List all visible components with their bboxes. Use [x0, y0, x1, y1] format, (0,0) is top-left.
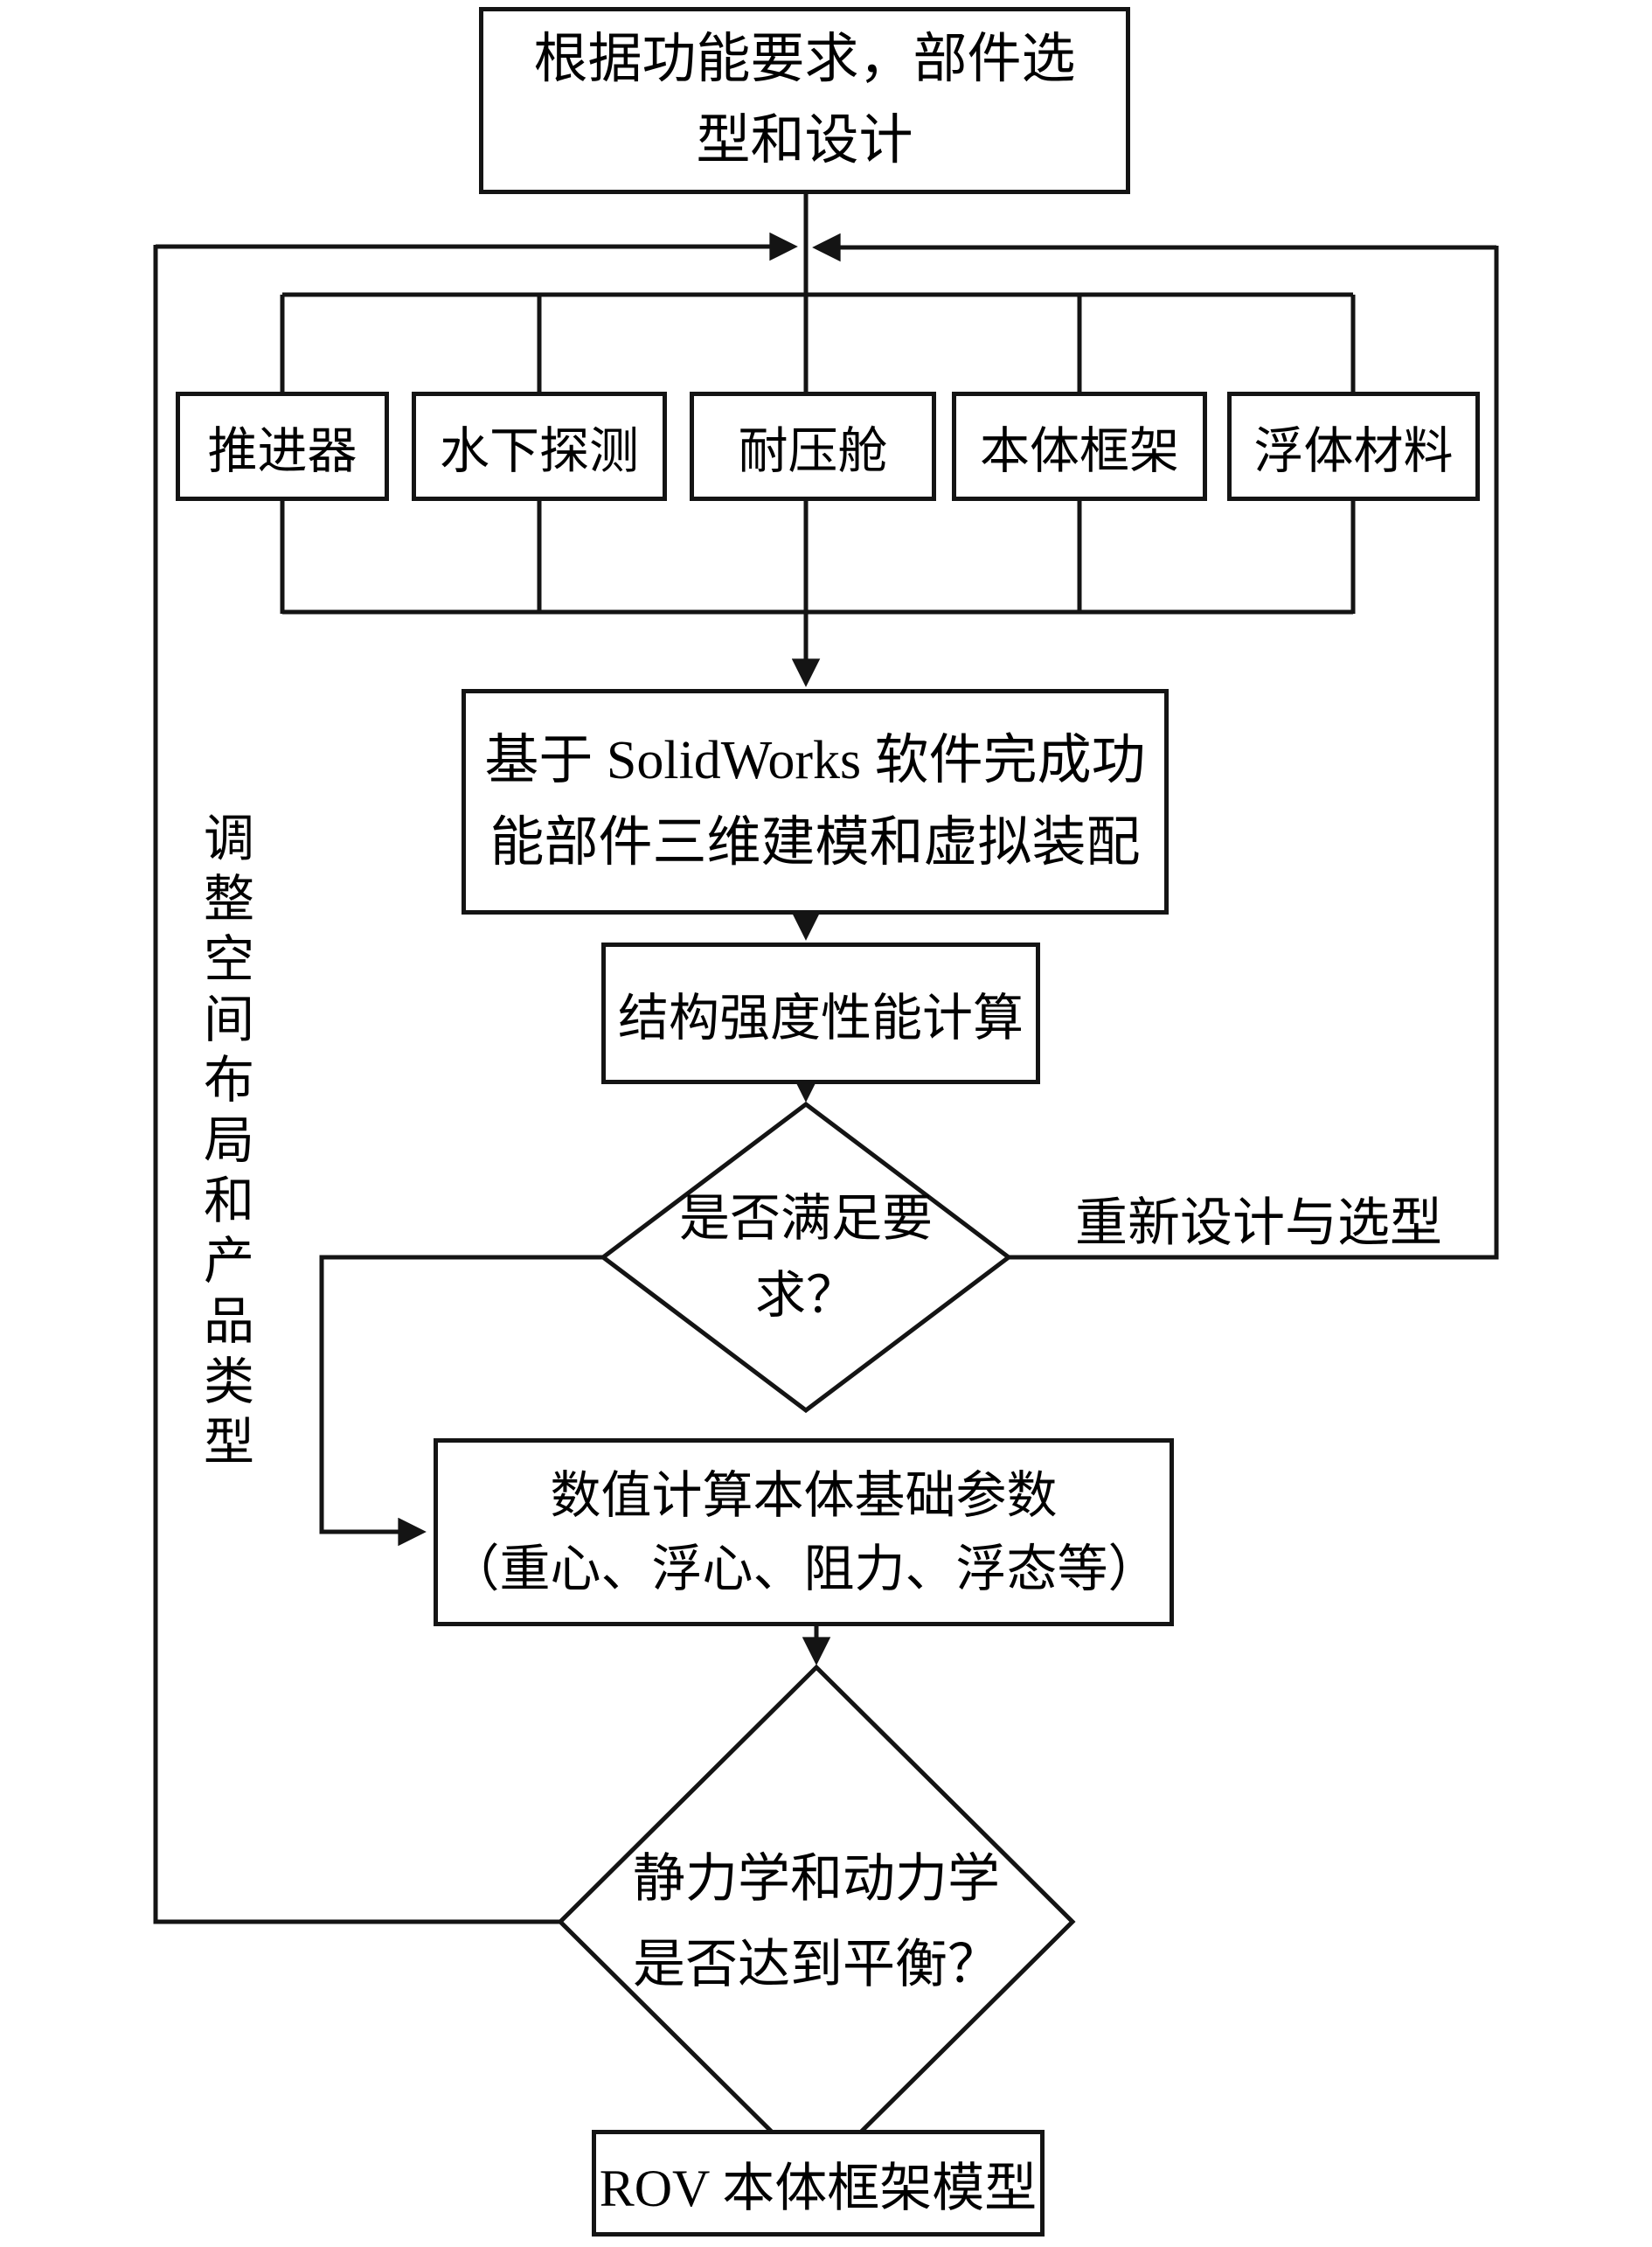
node-buoyancy-material: 浮体材料	[1227, 392, 1480, 501]
decision1-text: 是否满足要 求？	[603, 1180, 1009, 1334]
node-rov-model-label: ROV 本体框架模型	[599, 2159, 1038, 2217]
edge-label-adjust-layout: 调整空间布局和产品类型	[196, 811, 253, 1475]
node-thruster-label: 推进器	[207, 423, 357, 479]
edge-left-loop	[153, 245, 560, 1924]
node-buoyancy-material-label: 浮体材料	[1253, 423, 1454, 479]
node-rov-model: ROV 本体框架模型	[592, 2130, 1045, 2237]
node-body-frame: 本体框架	[952, 392, 1207, 501]
node-requirements: 根据功能要求，部件选 型和设计	[479, 7, 1130, 194]
node-requirements-line2: 型和设计	[696, 111, 913, 170]
node-pressure-hull-label: 耐压舱	[738, 423, 888, 479]
edge-right-loop	[1009, 246, 1499, 1260]
edge-decision1-yes	[319, 1255, 603, 1547]
node-pressure-hull: 耐压舱	[690, 392, 936, 501]
node-underwater-detection-label: 水下探测	[440, 423, 639, 479]
node-strength-calculation-label: 结构强度性能计算	[617, 990, 1024, 1047]
edge-label-redesign-text: 重新设计与选型	[1075, 1193, 1442, 1252]
decision1-line1: 是否满足要	[678, 1190, 933, 1247]
node-underwater-detection: 水下探测	[412, 392, 667, 501]
node-numeric-parameters: 数值计算本体基础参数 （重心、浮心、阻力、浮态等）	[434, 1438, 1174, 1626]
node-numeric-parameters-line2: （重心、浮心、阻力、浮态等）	[448, 1540, 1159, 1597]
node-strength-calculation: 结构强度性能计算	[601, 943, 1040, 1084]
connector-lines	[153, 194, 1499, 2176]
node-solidworks-modeling-line2: 能部件三维建模和虚拟装配	[489, 813, 1141, 873]
node-requirements-line1: 根据功能要求，部件选	[533, 30, 1076, 89]
node-numeric-parameters-line1: 数值计算本体基础参数	[550, 1466, 1058, 1524]
decision1-line2: 求？	[754, 1267, 857, 1324]
node-thruster: 推进器	[176, 392, 389, 501]
decision-diamond-1	[599, 1101, 1013, 1414]
edge-label-redesign: 重新设计与选型	[1040, 1186, 1477, 1252]
decision2-line1: 静力学和动力学	[633, 1850, 1000, 1908]
decision2-line2: 是否达到平衡？	[633, 1936, 1000, 1993]
decision2-text: 静力学和动力学 是否达到平衡？	[561, 1836, 1072, 2007]
node-solidworks-modeling: 基于 SolidWorks 软件完成功 能部件三维建模和虚拟装配	[462, 689, 1169, 915]
node-solidworks-modeling-line1: 基于 SolidWorks 软件完成功	[484, 731, 1146, 790]
node-body-frame-label: 本体框架	[980, 423, 1179, 479]
